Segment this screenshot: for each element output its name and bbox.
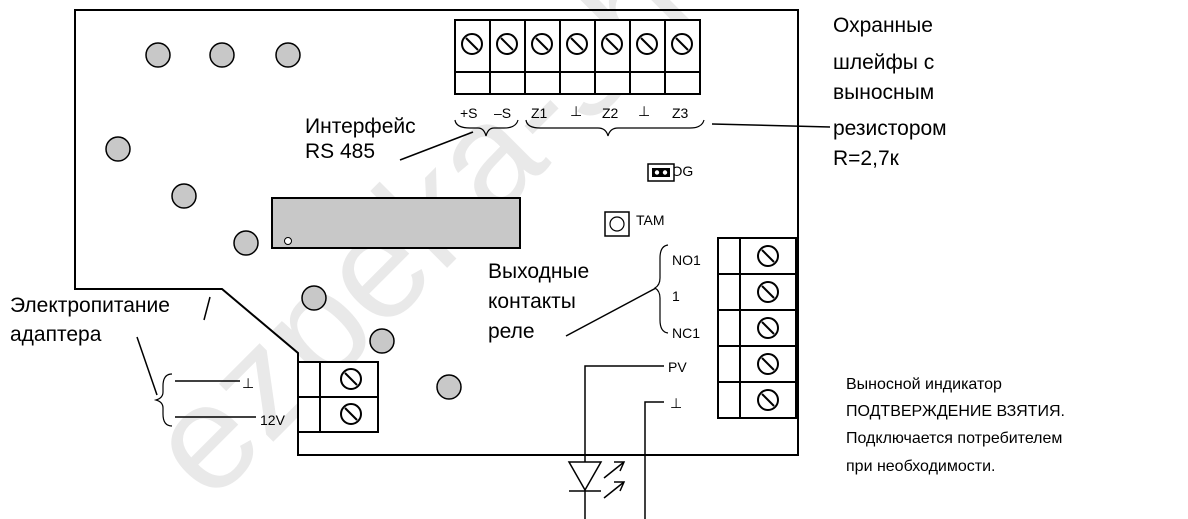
indicator-label: ПОДТВЕРЖДЕНИЕ ВЗЯТИЯ. [846, 403, 1065, 420]
mounting-holes [105, 42, 462, 400]
leader-interface [399, 131, 474, 161]
screw-icon [340, 368, 362, 390]
wire-ground-right [644, 401, 664, 519]
relay-label: Выходные [488, 260, 589, 283]
screw-icon [757, 281, 779, 303]
hole [301, 285, 327, 311]
screw-icon [566, 33, 588, 55]
leader-loops [711, 123, 831, 128]
pv-label: PV [668, 359, 687, 375]
relay-label: реле [488, 320, 535, 343]
hole [171, 183, 197, 209]
leader-relay [565, 287, 657, 337]
screw-icon [496, 33, 518, 55]
top-terminal-block [454, 19, 701, 95]
terminal-label-z1: Z1 [531, 105, 548, 121]
hole [436, 374, 462, 400]
tamper-switch [604, 211, 630, 237]
relay-label-common: 1 [672, 288, 680, 304]
brace-power [153, 373, 173, 427]
terminal-label-plus-s: +S [460, 105, 478, 121]
wire-pv [584, 365, 664, 519]
led-icon [567, 461, 626, 499]
terminal-label-z2: Z2 [602, 105, 619, 121]
leader-power [136, 336, 158, 396]
screw-icon [757, 245, 779, 267]
hole [369, 328, 395, 354]
hole [145, 42, 171, 68]
brace-relay [653, 244, 669, 334]
hole [275, 42, 301, 68]
screw-icon [757, 389, 779, 411]
loops-label: резистором [833, 117, 947, 140]
screw-icon [757, 317, 779, 339]
ground-label-left: ⊥ [242, 375, 254, 391]
terminal-label-ground-2: ⊥ [638, 103, 650, 119]
v12-label: 12V [260, 412, 286, 428]
loops-label: выносным [833, 81, 934, 104]
ground-label-right: ⊥ [670, 395, 682, 411]
screw-icon [601, 33, 623, 55]
right-terminal-block [717, 237, 797, 419]
brace-loops [525, 119, 705, 137]
hole [233, 230, 259, 256]
module [271, 197, 521, 249]
power-terminal-block [297, 361, 379, 433]
loops-label: R=2,7к [833, 147, 900, 170]
loops-label: шлейфы с [833, 51, 934, 74]
screw-icon [757, 353, 779, 375]
brace-rs485 [454, 119, 519, 137]
loops-label: Охранные [833, 14, 933, 37]
prog-jumper [647, 163, 675, 182]
relay-label: контакты [488, 290, 576, 313]
indicator-label: Выносной индикатор [846, 376, 1002, 393]
leader-power-to-board [203, 296, 211, 321]
power-label: адаптера [10, 323, 102, 346]
screw-icon [340, 403, 362, 425]
hole [105, 136, 131, 162]
interface-label: RS 485 [305, 140, 375, 163]
terminal-label-z3: Z3 [672, 105, 689, 121]
screw-icon [531, 33, 553, 55]
screw-icon [461, 33, 483, 55]
power-label: Электропитание [10, 294, 170, 317]
indicator-label: при необходимости. [846, 458, 995, 475]
hole [209, 42, 235, 68]
relay-label-no1: NO1 [672, 252, 701, 268]
screw-icon [671, 33, 693, 55]
relay-label-nc1: NC1 [672, 325, 700, 341]
screw-icon [636, 33, 658, 55]
terminal-label-minus-s: –S [494, 105, 511, 121]
terminal-label-ground-1: ⊥ [570, 103, 582, 119]
tam-label: TAM [636, 212, 665, 228]
indicator-label: Подключается потребителем [846, 430, 1062, 447]
interface-label: Интерфейс [305, 115, 416, 138]
